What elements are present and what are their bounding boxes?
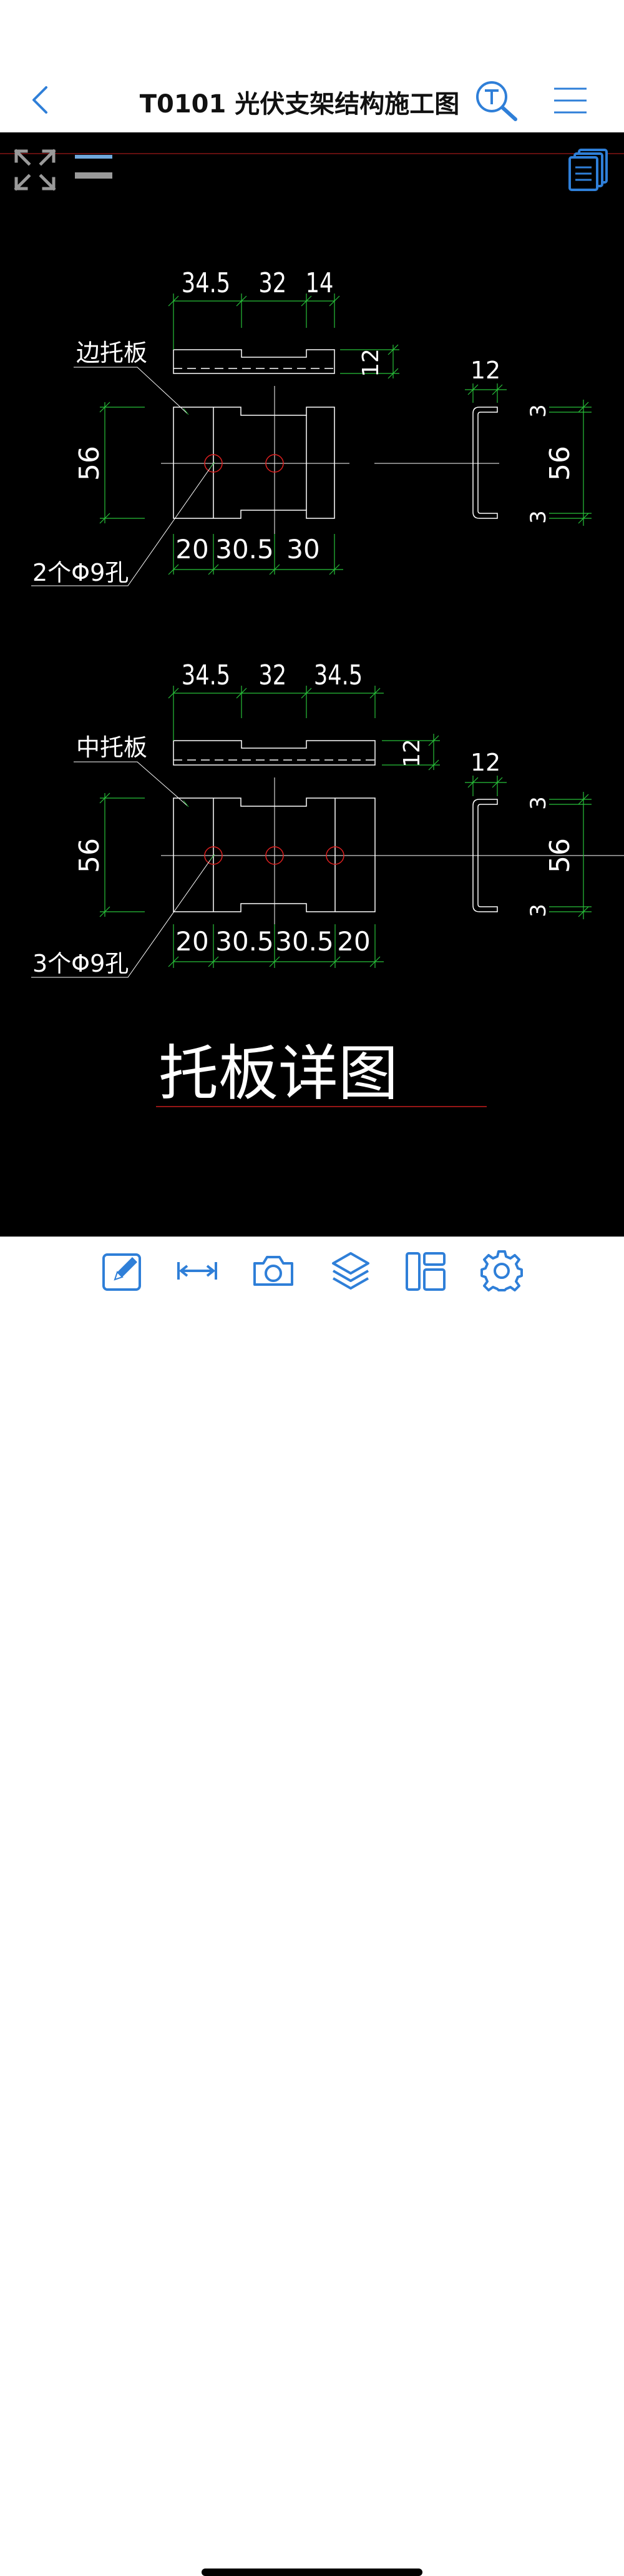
page-title: T0101 光伏支架结构施工图 — [139, 90, 460, 119]
back-button[interactable] — [25, 81, 56, 119]
middle-plate-leaders — [31, 761, 214, 978]
edge-plate-holes-label: 2个Φ9孔 — [32, 559, 129, 586]
middle-plate-holes — [204, 846, 344, 865]
sheet-title: 托板详图 — [158, 1039, 398, 1108]
layout-button[interactable] — [404, 1250, 447, 1292]
middle-plate-leader-ticks — [183, 800, 215, 861]
edge-plate-bottom-dim-1: 20 — [175, 534, 208, 565]
middle-plate-top-dim-3: 34.5 — [314, 659, 363, 691]
fit-view-button[interactable] — [11, 146, 59, 194]
middle-plate-section-lip-top: 3 — [526, 796, 551, 810]
edge-plate-label: 边托板 — [76, 339, 147, 367]
hamburger-menu-icon — [554, 87, 587, 114]
middle-plate-top-dim-2: 32 — [258, 659, 286, 691]
gear-icon — [480, 1250, 523, 1291]
edge-plate-section — [472, 407, 498, 519]
text-search-icon — [476, 81, 517, 121]
middle-plate-section-width: 12 — [470, 749, 500, 776]
edge-plate-top-dim-2: 32 — [258, 267, 286, 299]
edge-plate-bottom-dim-3: 30 — [286, 534, 319, 565]
measure-button[interactable] — [176, 1250, 218, 1292]
sheets-list-icon — [568, 149, 608, 191]
layout-panels-icon — [406, 1252, 446, 1291]
edge-plate-labels: 34.5 32 14 边托板 12 56 2个Φ9孔 20 30.5 30 12… — [32, 267, 576, 586]
menu-button[interactable] — [552, 85, 589, 116]
measure-distance-icon — [177, 1262, 217, 1280]
settings-button[interactable] — [480, 1250, 523, 1292]
edge-plate-holes — [204, 454, 284, 473]
cad-drawing: 34.5 32 14 边托板 12 56 2个Φ9孔 20 30.5 30 12… — [0, 153, 624, 1108]
drawing-canvas[interactable]: 34.5 32 14 边托板 12 56 2个Φ9孔 20 30.5 30 12… — [0, 132, 624, 1236]
pencil-edit-icon — [102, 1253, 141, 1291]
camera-button[interactable] — [252, 1250, 295, 1292]
edge-plate-drawing — [173, 349, 335, 519]
home-indicator — [202, 2569, 422, 2576]
sheets-button[interactable] — [567, 147, 612, 192]
middle-plate-centerlines — [161, 777, 624, 937]
edge-plate-section-dims — [465, 383, 592, 526]
chevron-left-icon — [32, 86, 47, 114]
camera-icon — [253, 1256, 293, 1286]
edge-plate-thickness: 12 — [358, 348, 384, 377]
middle-plate-bottom-dim-3: 30.5 — [275, 926, 334, 957]
edge-plate-top-dim-3: 14 — [306, 267, 334, 299]
layers-button[interactable] — [329, 1250, 372, 1292]
annotate-button[interactable] — [101, 1250, 144, 1292]
middle-plate-section — [472, 799, 498, 912]
middle-plate-section-height: 56 — [544, 838, 576, 873]
bottom-toolbar — [0, 1236, 624, 2576]
edge-plate-height: 56 — [74, 446, 105, 481]
middle-plate-holes-label: 3个Φ9孔 — [32, 950, 129, 977]
layer-toggle-button[interactable] — [74, 152, 114, 181]
edge-plate-dimensions — [99, 294, 399, 575]
edge-plate-bottom-dim-2: 30.5 — [215, 534, 274, 565]
middle-plate-bottom-dim-4: 20 — [337, 926, 370, 957]
edge-plate-section-width: 12 — [470, 357, 500, 384]
middle-plate-top-dim-1: 34.5 — [182, 659, 230, 691]
middle-plate-drawing — [173, 740, 376, 912]
middle-plate-thickness: 12 — [399, 739, 425, 767]
middle-plate-labels: 34.5 32 34.5 中托板 12 56 3个Φ9孔 20 30.5 30.… — [32, 659, 576, 977]
edge-plate-section-lip-top: 3 — [526, 404, 551, 418]
text-search-button[interactable] — [473, 78, 520, 123]
top-navigation-bar: T0101 光伏支架结构施工图 — [0, 0, 624, 132]
middle-plate-height: 56 — [74, 838, 105, 873]
middle-plate-label: 中托板 — [76, 734, 147, 761]
edge-plate-section-height: 56 — [544, 446, 576, 481]
edge-plate-leaders — [31, 367, 214, 586]
edge-plate-section-lip-bottom: 3 — [526, 510, 551, 524]
middle-plate-dimensions — [99, 686, 440, 968]
edge-plate-leader-ticks — [183, 408, 215, 469]
edge-plate-top-dim-1: 34.5 — [182, 267, 230, 299]
middle-plate-section-dims — [465, 776, 592, 919]
expand-arrows-icon — [14, 149, 56, 191]
layer-lines-icon — [75, 155, 112, 179]
layers-icon — [332, 1252, 369, 1290]
middle-plate-bottom-dim-1: 20 — [175, 926, 208, 957]
middle-plate-section-lip-bottom: 3 — [526, 904, 551, 917]
middle-plate-bottom-dim-2: 30.5 — [215, 926, 274, 957]
